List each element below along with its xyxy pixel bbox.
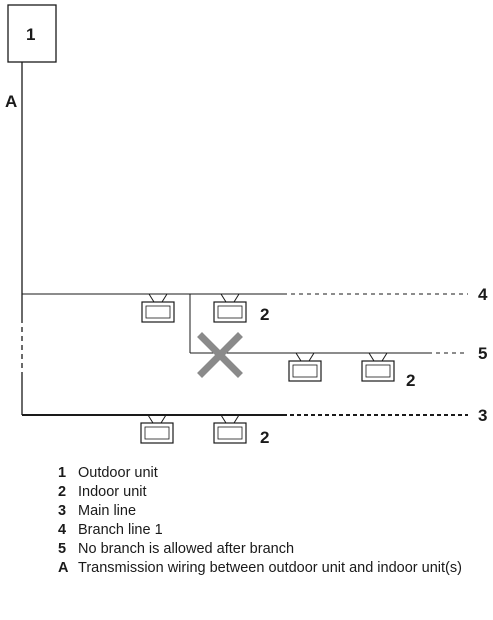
- legend-text: Branch line 1: [78, 522, 163, 538]
- indoor-unit-label: 2: [406, 371, 415, 390]
- legend-item: 5 No branch is allowed after branch: [58, 540, 493, 559]
- legend-key: 2: [58, 484, 67, 500]
- legend-key: 5: [58, 541, 67, 557]
- legend-text: Transmission wiring between outdoor unit…: [78, 560, 462, 576]
- legend-text: Indoor unit: [78, 484, 147, 500]
- line-label-5: 5: [478, 344, 487, 363]
- legend-key: 1: [58, 465, 67, 481]
- legend-item: 1 Outdoor unit: [58, 464, 493, 483]
- line-label-4: 4: [478, 285, 488, 304]
- wire-label-a: A: [5, 92, 17, 111]
- legend-item: 3 Main line: [58, 502, 493, 521]
- transmission-wire: A: [5, 62, 23, 415]
- line-label-3: 3: [478, 406, 487, 425]
- indoor-unit: [213, 414, 247, 444]
- wiring-diagram: 1 A 4 5 3 2: [5, 4, 488, 447]
- legend-text: Main line: [78, 503, 137, 519]
- outdoor-unit-label: 1: [26, 25, 35, 44]
- indoor-unit-label: 2: [260, 428, 269, 447]
- legend-item: 2 Indoor unit: [58, 483, 493, 502]
- indoor-unit-label: 2: [260, 305, 269, 324]
- legend-text: Outdoor unit: [78, 465, 158, 481]
- indoor-unit: [288, 352, 322, 382]
- legend-key: A: [58, 560, 69, 576]
- indoor-unit: [140, 414, 174, 444]
- indoor-unit: [213, 293, 247, 323]
- no-branch-line-5: 5: [189, 294, 487, 363]
- legend: 1 Outdoor unit 2 Indoor unit 3 Main line…: [58, 464, 493, 578]
- forbidden-cross-icon: [197, 332, 243, 378]
- legend-text: No branch is allowed after branch: [78, 541, 295, 557]
- legend-item: 4 Branch line 1: [58, 521, 493, 540]
- indoor-unit: [361, 352, 395, 382]
- legend-key: 3: [58, 503, 67, 519]
- main-line-3: 3: [22, 406, 487, 425]
- branch-line-4: 4: [22, 285, 488, 304]
- legend-key: 4: [58, 522, 67, 538]
- outdoor-unit: 1: [7, 4, 57, 63]
- legend-item: A Transmission wiring between outdoor un…: [58, 559, 493, 578]
- indoor-unit: [141, 293, 175, 323]
